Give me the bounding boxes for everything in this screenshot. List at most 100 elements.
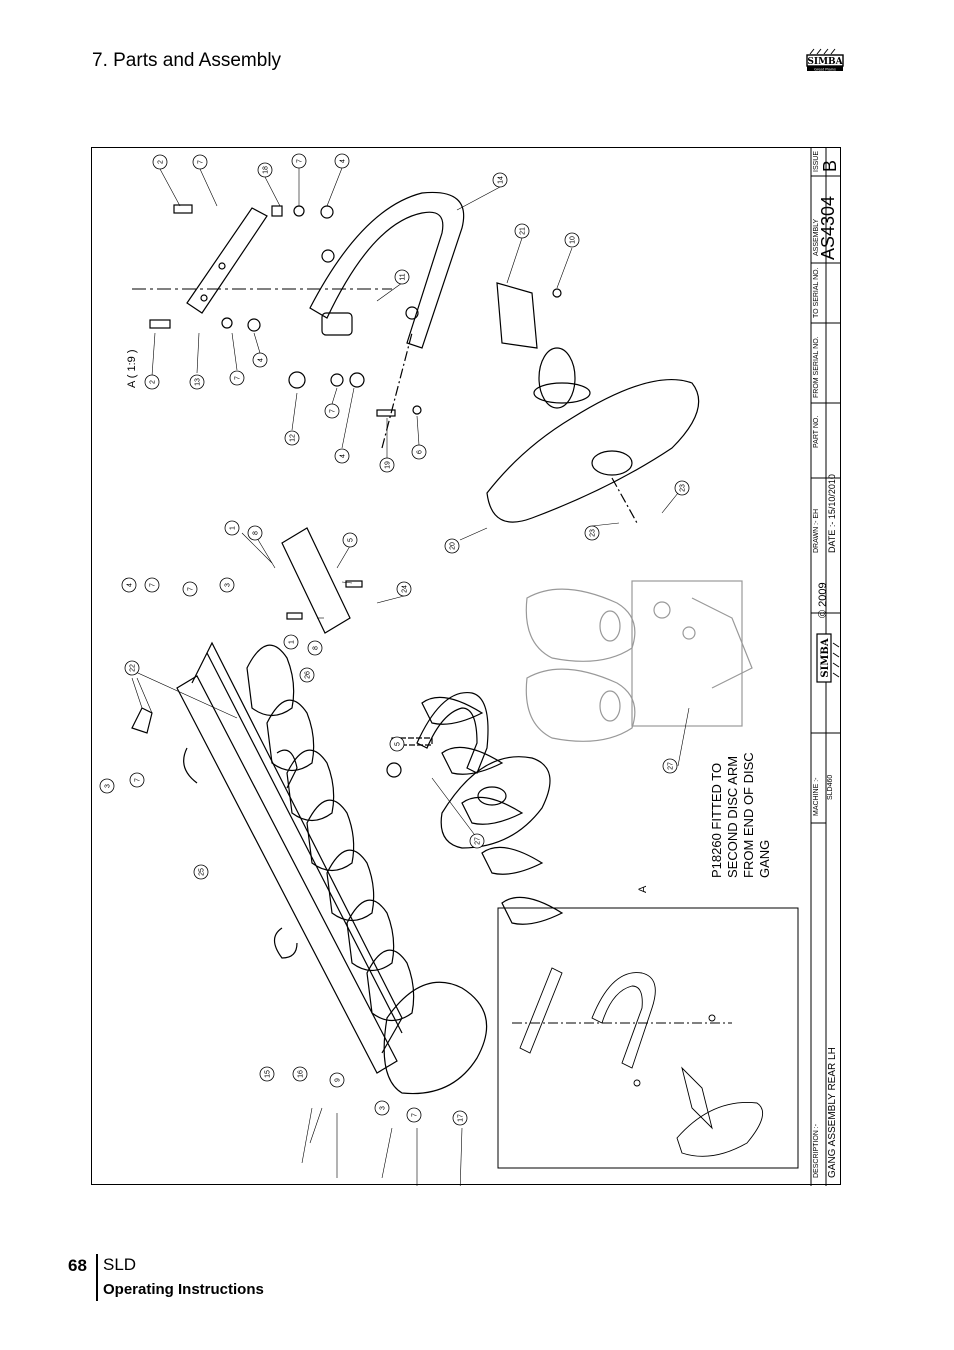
part-balloon-3: 3 bbox=[374, 1100, 390, 1116]
part-balloon-label: 4 bbox=[127, 583, 134, 587]
part-balloon-16: 16 bbox=[292, 1066, 308, 1082]
part-balloon-2: 2 bbox=[144, 374, 160, 390]
part-balloon-label: 22 bbox=[130, 664, 137, 672]
assembly-number: AS4304 bbox=[818, 195, 838, 260]
reference-view-faded bbox=[525, 580, 753, 742]
part-balloon-12: 12 bbox=[284, 430, 300, 446]
part-balloon-label: 12 bbox=[290, 434, 297, 442]
exploded-parts-drawing: 2718741421101113274127419623232018524547… bbox=[99, 148, 841, 1186]
part-balloon-8: 8 bbox=[247, 525, 263, 541]
part-balloon-label: 3 bbox=[380, 1106, 387, 1110]
arm-assembly-exploded bbox=[149, 191, 700, 524]
part-balloon-19: 19 bbox=[379, 457, 395, 473]
simba-logo-small: SIMBA bbox=[816, 633, 840, 683]
part-balloon-label: 3 bbox=[225, 583, 232, 587]
part-balloon-label: 23 bbox=[680, 484, 687, 492]
svg-text:SIMBA: SIMBA bbox=[820, 638, 831, 677]
part-balloon-5: 5 bbox=[389, 736, 405, 752]
inset-miniature-assembly bbox=[512, 967, 764, 1157]
part-balloon-14: 14 bbox=[492, 172, 508, 188]
part-balloon-21: 21 bbox=[514, 223, 530, 239]
note-line-2: SECOND DISC ARM bbox=[725, 755, 740, 878]
part-balloon-20: 20 bbox=[444, 538, 460, 554]
part-balloon-23: 23 bbox=[674, 480, 690, 496]
part-balloon-label: 25 bbox=[199, 868, 206, 876]
part-balloon-1: 1 bbox=[283, 634, 299, 650]
part-balloon-8: 8 bbox=[307, 640, 323, 656]
from-serial-label: FROM SERIAL NO. bbox=[813, 336, 820, 398]
part-balloon-3: 3 bbox=[219, 577, 235, 593]
part-balloon-label: 1 bbox=[289, 640, 296, 644]
part-balloon-label: 14 bbox=[498, 176, 505, 184]
document-subtitle: Operating Instructions bbox=[103, 1281, 264, 1298]
part-balloon-11: 11 bbox=[394, 269, 410, 285]
part-balloon-label: 13 bbox=[195, 378, 202, 386]
part-balloon-2: 2 bbox=[152, 154, 168, 170]
part-no-label: PART NO. bbox=[813, 415, 820, 448]
part-balloon-label: 24 bbox=[402, 585, 409, 593]
part-balloon-label: 17 bbox=[458, 1114, 465, 1122]
part-balloon-label: 23 bbox=[590, 529, 597, 537]
part-balloon-label: 18 bbox=[263, 166, 270, 174]
part-balloon-label: 2 bbox=[158, 160, 165, 164]
part-balloon-18: 18 bbox=[257, 162, 273, 178]
part-balloon-label: 7 bbox=[330, 409, 337, 413]
part-balloon-label: 7 bbox=[188, 587, 195, 591]
machine-label: MACHINE :- bbox=[813, 777, 820, 817]
part-balloon-7: 7 bbox=[192, 154, 208, 170]
part-balloon-label: 21 bbox=[520, 227, 527, 235]
part-balloon-4: 4 bbox=[334, 448, 350, 464]
part-balloon-label: 20 bbox=[450, 542, 457, 550]
part-balloon-7: 7 bbox=[144, 577, 160, 593]
part-balloon-7: 7 bbox=[182, 581, 198, 597]
part-balloon-9: 9 bbox=[329, 1072, 345, 1088]
issue-value: B bbox=[820, 159, 840, 172]
part-balloon-5: 5 bbox=[342, 532, 358, 548]
part-balloon-label: 7 bbox=[235, 376, 242, 380]
part-balloon-7: 7 bbox=[129, 772, 145, 788]
part-balloon-17: 17 bbox=[452, 1110, 468, 1126]
detail-view-label: A ( 1:9 ) bbox=[126, 349, 138, 388]
part-balloon-label: 7 bbox=[198, 160, 205, 164]
part-balloon-26: 26 bbox=[299, 667, 315, 683]
part-balloon-27: 27 bbox=[662, 758, 678, 774]
machine-value: SLD460 bbox=[827, 774, 834, 800]
part-balloon-label: 6 bbox=[417, 450, 424, 454]
part-balloon-label: 8 bbox=[313, 646, 320, 650]
part-balloon-label: 5 bbox=[395, 742, 402, 746]
description-label: DESCRIPTION :- bbox=[813, 1123, 820, 1178]
part-balloon-label: 7 bbox=[135, 778, 142, 782]
part-balloon-1: 1 bbox=[224, 520, 240, 536]
part-balloon-label: 10 bbox=[570, 236, 577, 244]
simba-logo: SIMBA Great Plains bbox=[806, 48, 844, 71]
part-balloon-label: 9 bbox=[335, 1078, 342, 1082]
part-balloon-25: 25 bbox=[193, 864, 209, 880]
part-balloon-4: 4 bbox=[334, 153, 350, 169]
part-balloon-label: 7 bbox=[150, 583, 157, 587]
part-balloon-22: 22 bbox=[124, 660, 140, 676]
to-serial-label: TO SERIAL NO. bbox=[813, 267, 820, 318]
part-balloon-15: 15 bbox=[259, 1066, 275, 1082]
part-balloon-label: 5 bbox=[348, 538, 355, 542]
note-line-3: FROM END OF DISC bbox=[741, 752, 756, 878]
part-balloon-4: 4 bbox=[121, 577, 137, 593]
part-balloon-7: 7 bbox=[324, 403, 340, 419]
section-marker: A bbox=[637, 885, 649, 893]
part-balloon-24: 24 bbox=[396, 581, 412, 597]
part-balloon-label: 19 bbox=[385, 461, 392, 469]
part-balloon-label: 1 bbox=[230, 526, 237, 530]
part-balloon-label: 4 bbox=[258, 358, 265, 362]
part-balloon-label: 2 bbox=[150, 380, 157, 384]
part-balloon-7: 7 bbox=[229, 370, 245, 386]
part-balloon-4: 4 bbox=[252, 352, 268, 368]
description-value: GANG ASSEMBLY REAR LH bbox=[827, 1047, 838, 1178]
part-balloon-23: 23 bbox=[584, 525, 600, 541]
part-balloon-label: 7 bbox=[412, 1113, 419, 1117]
part-balloon-label: 4 bbox=[340, 159, 347, 163]
date-value: DATE :- 15/10/2010 bbox=[827, 474, 837, 553]
svg-text:SIMBA: SIMBA bbox=[807, 57, 843, 67]
part-balloon-7: 7 bbox=[406, 1107, 422, 1123]
page-number: 68 bbox=[68, 1256, 87, 1275]
footer-divider bbox=[96, 1254, 98, 1301]
